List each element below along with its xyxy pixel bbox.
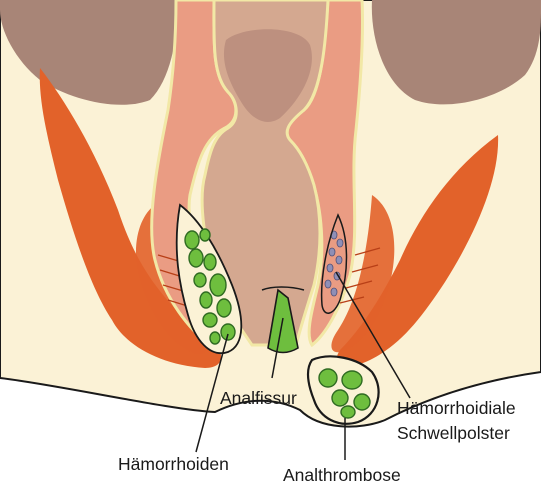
label-analfissur: Analfissur	[220, 388, 297, 408]
label-schwellpolster: Schwellpolster	[397, 423, 510, 443]
label-haemorrhoidiale: Hämorrhoidiale	[397, 398, 516, 418]
label-analthrombose: Analthrombose	[283, 465, 401, 485]
label-haemorrhoiden: Hämorrhoiden	[118, 454, 229, 474]
